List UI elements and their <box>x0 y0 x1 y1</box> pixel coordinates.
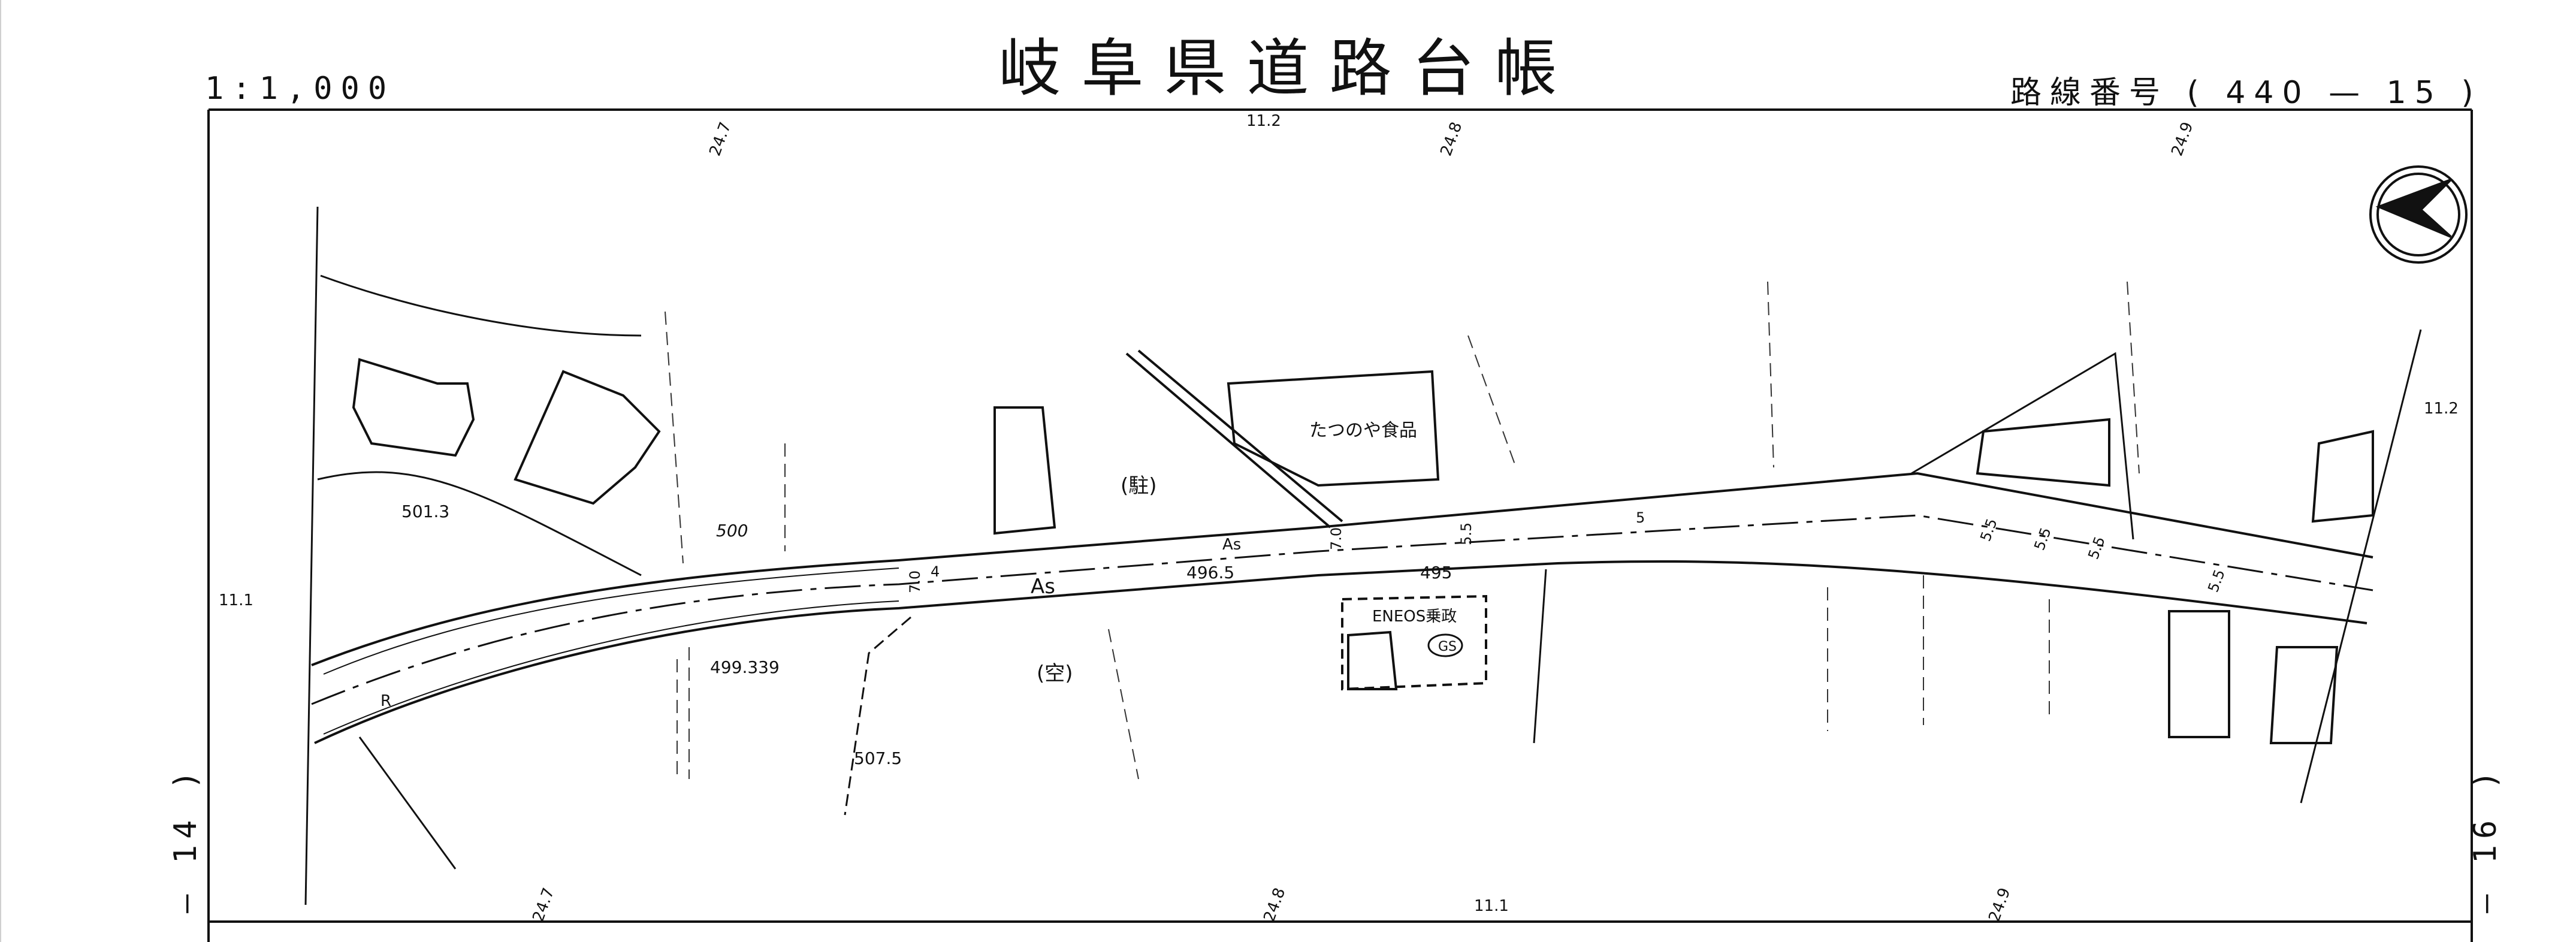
width-5-5c: 5.5 <box>2031 526 2054 552</box>
width-7-0b: 7.0 <box>1328 527 1345 550</box>
tick-bottom-11-1: 11.1 <box>1474 897 1509 915</box>
label-pavement-as: As <box>1031 575 1055 599</box>
elev-501-3: 501.3 <box>401 502 449 521</box>
gs-marker-icon <box>1427 633 1463 657</box>
tick-top-11-2: 11.2 <box>1246 112 1281 130</box>
tick-top-24-7: 24.7 <box>706 120 735 159</box>
label-parking: (駐) <box>1121 474 1157 498</box>
label-tatsunoya: たつのや食品 <box>1309 420 1417 441</box>
elev-500: 500 <box>716 521 748 541</box>
elev-507-5: 507.5 <box>854 748 902 768</box>
page-title: 岐阜県道路台帳 <box>998 32 1578 105</box>
gas-station-building <box>1347 630 1398 690</box>
map-scale: 1:1,000 <box>205 71 395 107</box>
label-r-mark: R <box>380 692 391 710</box>
north-arrow-icon <box>2369 165 2468 264</box>
main-road <box>304 206 2422 905</box>
label-pavement-as-small: As <box>1222 536 1241 554</box>
building-5 <box>2168 610 2230 738</box>
width-5: 5 <box>1636 509 1645 526</box>
width-5-5b: 5.5 <box>1977 517 2000 544</box>
route-number: 路線番号 ( 440 — 15 ) <box>2010 75 2482 111</box>
page-edge <box>0 0 1 942</box>
tatsunoya-building <box>1227 370 1440 487</box>
tick-top-24-9: 24.9 <box>2168 120 2197 159</box>
building-4 <box>1976 418 2110 487</box>
width-5-5d: 5.5 <box>2085 535 2108 561</box>
building-7 <box>2311 430 2374 523</box>
building-3 <box>993 406 1056 535</box>
label-gs: GS <box>1438 639 1457 654</box>
building-1 <box>352 358 475 457</box>
label-eneos: ENEOS乗政 <box>1372 608 1457 626</box>
width-4: 4 <box>931 563 940 580</box>
elev-495: 495 <box>1420 563 1452 582</box>
parcel-lines <box>665 281 2140 780</box>
building-6 <box>2269 646 2339 744</box>
tick-bottom-24-7: 24.7 <box>529 886 558 925</box>
label-vacant: (空) <box>1037 662 1073 686</box>
width-7-0a: 7.0 <box>907 570 923 593</box>
tick-bottom-24-9: 24.9 <box>1985 886 2014 925</box>
tick-right-11-2: 11.2 <box>2424 400 2459 418</box>
buildings <box>352 358 2374 744</box>
tick-left-11-1: 11.1 <box>219 591 253 609</box>
elev-496-5: 496.5 <box>1186 563 1234 582</box>
elev-499-339: 499.339 <box>710 657 780 677</box>
width-5-5e: 5.5 <box>2204 567 2228 594</box>
building-2 <box>514 370 661 505</box>
gas-station-lot <box>1341 594 1487 691</box>
tick-bottom-24-8: 24.8 <box>1260 886 1289 925</box>
width-5-5: 5.5 <box>1458 523 1475 545</box>
tick-top-24-8: 24.8 <box>1437 120 1466 159</box>
